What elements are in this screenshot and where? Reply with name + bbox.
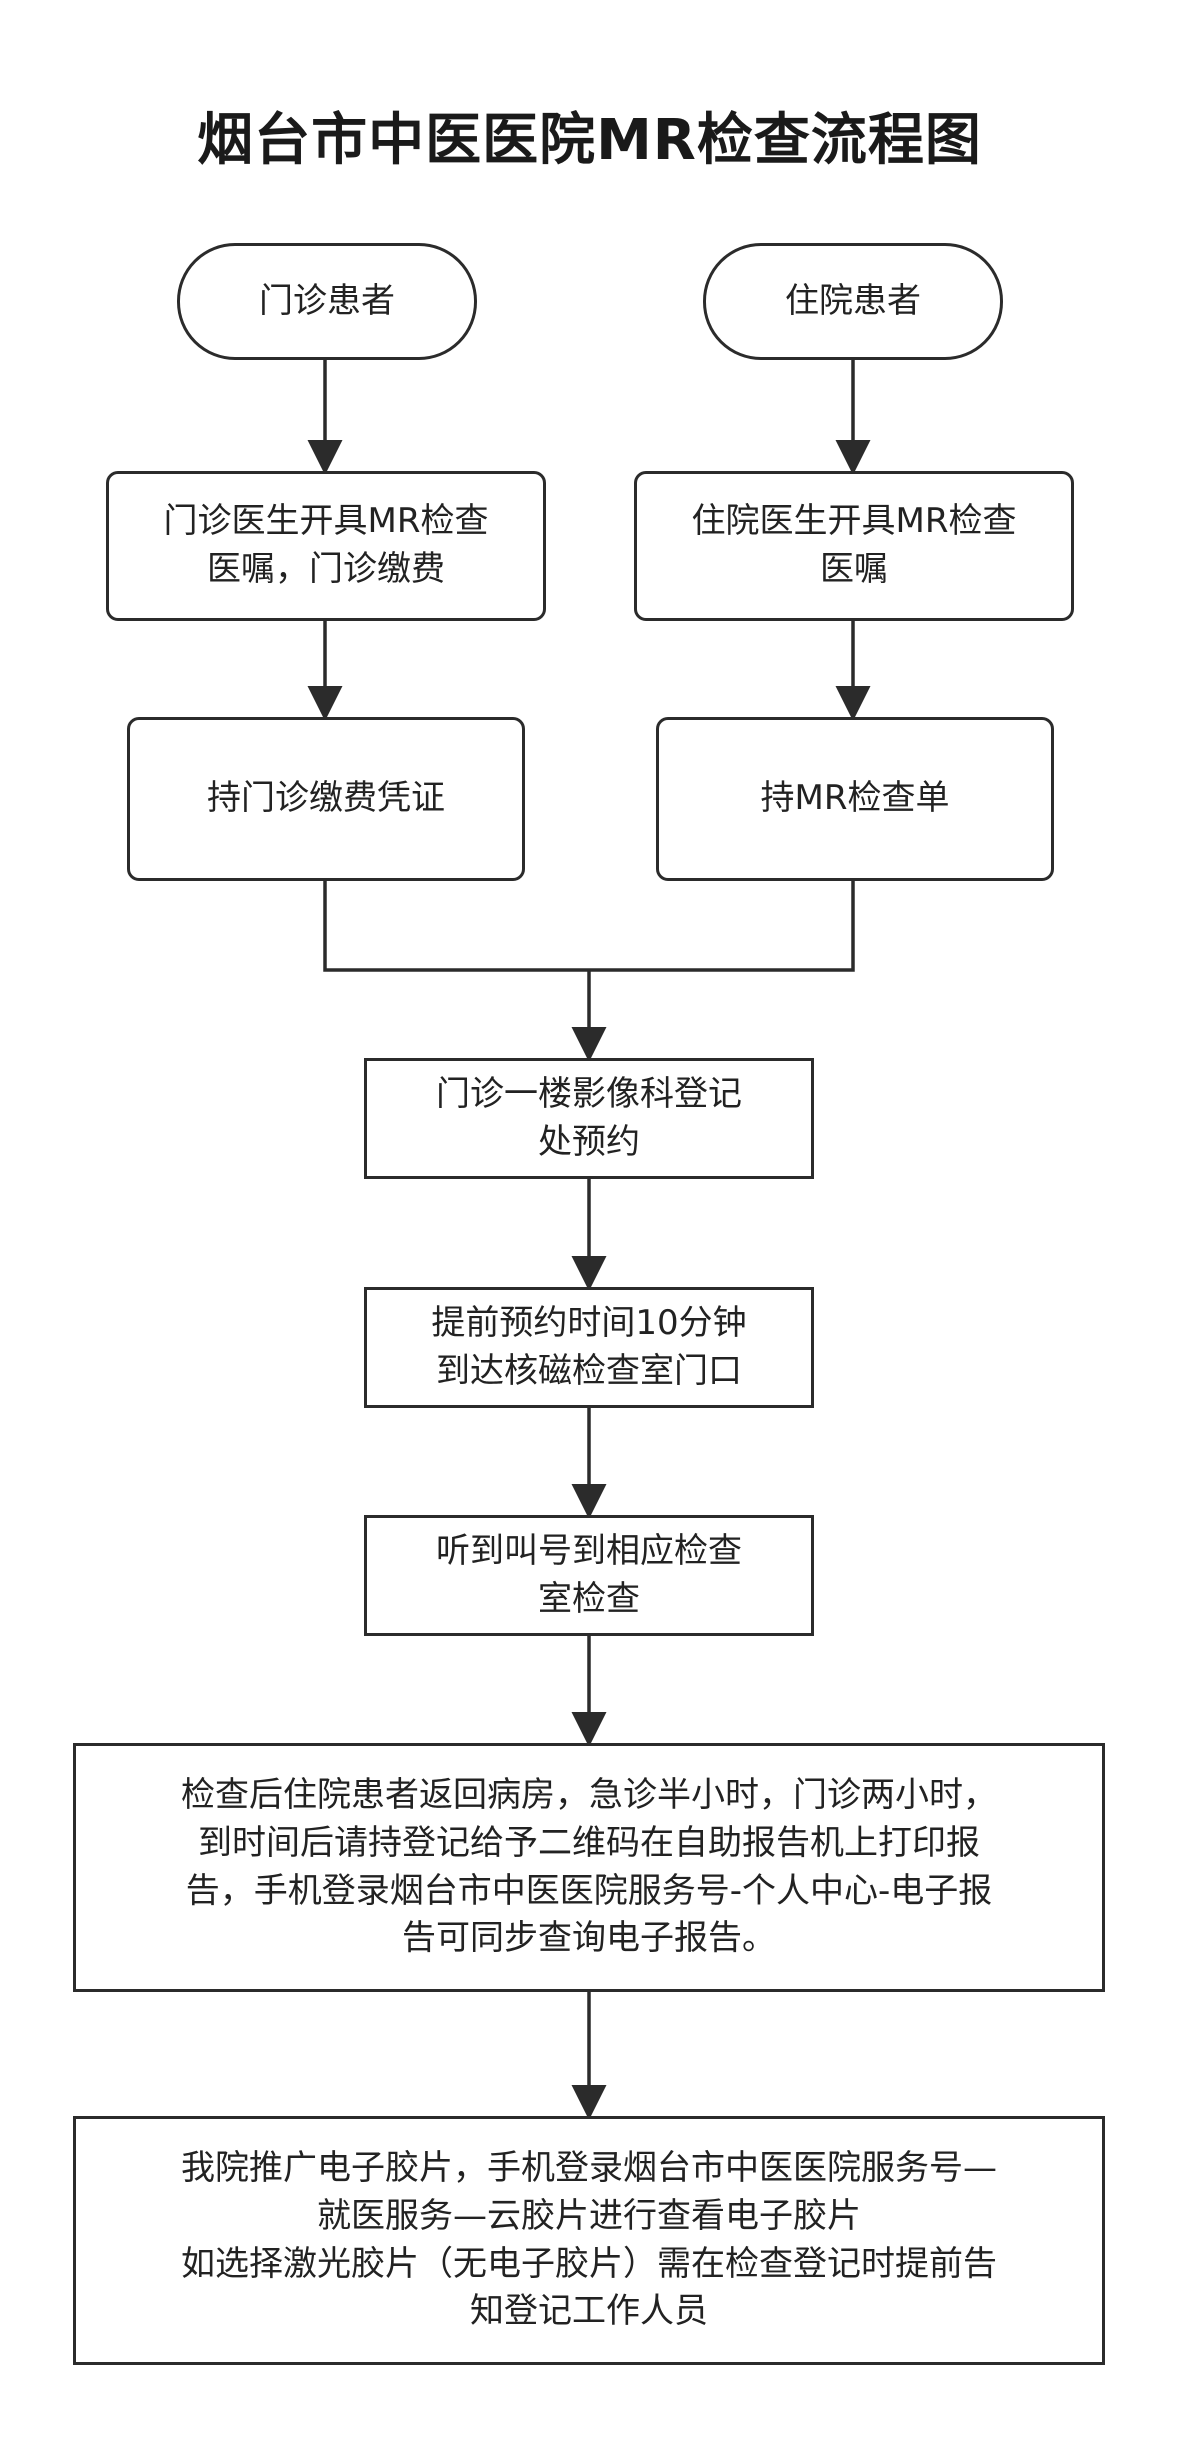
node-inpatient-sheet: 持MR检查单 xyxy=(656,717,1054,881)
node-report: 检查后住院患者返回病房，急诊半小时，门诊两小时， 到时间后请持登记给予二维码在自… xyxy=(73,1743,1105,1992)
node-outpatient-order-label: 门诊医生开具MR检查 医嘱，门诊缴费 xyxy=(163,501,489,589)
node-film-label: 我院推广电子胶片，手机登录烟台市中医医院服务号— 就医服务—云胶片进行查看电子胶… xyxy=(181,2148,997,2332)
node-call: 听到叫号到相应检查 室检查 xyxy=(364,1515,814,1636)
node-outpatient-voucher: 持门诊缴费凭证 xyxy=(127,717,525,881)
node-register: 门诊一楼影像科登记 处预约 xyxy=(364,1058,814,1179)
node-inpatient: 住院患者 xyxy=(703,243,1003,360)
node-register-label: 门诊一楼影像科登记 处预约 xyxy=(436,1073,742,1162)
node-outpatient: 门诊患者 xyxy=(177,243,477,360)
node-inpatient-sheet-label: 持MR检查单 xyxy=(760,778,950,819)
node-arrive: 提前预约时间10分钟 到达核磁检查室门口 xyxy=(364,1287,814,1408)
node-call-label: 听到叫号到相应检查 室检查 xyxy=(436,1530,742,1619)
node-inpatient-order: 住院医生开具MR检查 医嘱 xyxy=(634,471,1074,621)
node-arrive-label: 提前预约时间10分钟 到达核磁检查室门口 xyxy=(431,1302,747,1391)
connector-merge xyxy=(323,880,855,972)
node-report-label: 检查后住院患者返回病房，急诊半小时，门诊两小时， 到时间后请持登记给予二维码在自… xyxy=(181,1775,997,1959)
node-outpatient-label: 门诊患者 xyxy=(259,280,395,321)
node-outpatient-voucher-label: 持门诊缴费凭证 xyxy=(207,778,445,819)
page-title: 烟台市中医医院MR检查流程图 xyxy=(197,108,982,173)
node-outpatient-order: 门诊医生开具MR检查 医嘱，门诊缴费 xyxy=(106,471,546,621)
node-inpatient-order-label: 住院医生开具MR检查 医嘱 xyxy=(691,501,1017,589)
node-film: 我院推广电子胶片，手机登录烟台市中医医院服务号— 就医服务—云胶片进行查看电子胶… xyxy=(73,2116,1105,2365)
node-inpatient-label: 住院患者 xyxy=(785,280,921,321)
